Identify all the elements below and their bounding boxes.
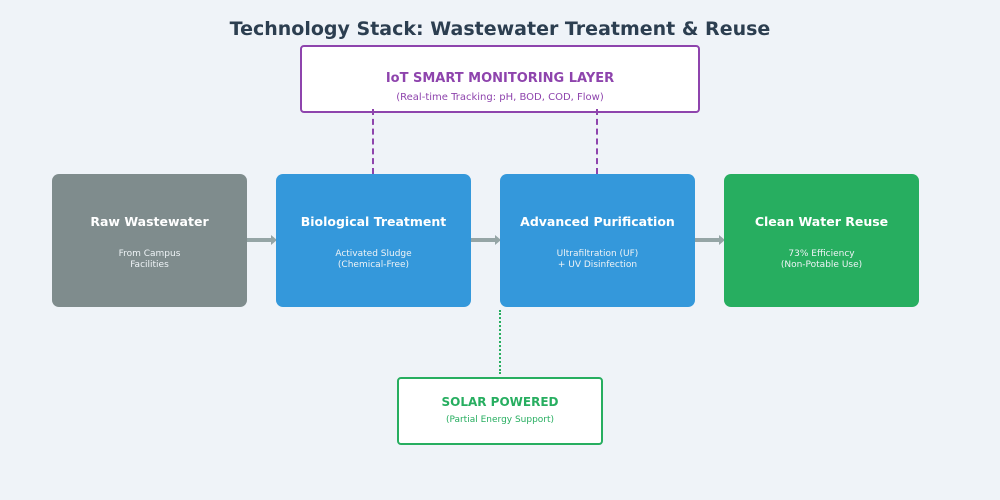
solar-powered-box: SOLAR POWERED (Partial Energy Support) bbox=[397, 377, 603, 445]
diagram-title: Technology Stack: Wastewater Treatment &… bbox=[229, 18, 771, 40]
iot-subtitle: (Real-time Tracking: pH, BOD, COD, Flow) bbox=[396, 92, 604, 103]
stage-detail: From Campus Facilities bbox=[118, 249, 181, 270]
stage-clean-water-reuse: Clean Water Reuse 73% Efficiency (Non-Po… bbox=[724, 174, 919, 307]
flow-arrow bbox=[471, 235, 501, 245]
stage-title: Clean Water Reuse bbox=[754, 214, 889, 229]
stage-detail: 73% Efficiency (Non-Potable Use) bbox=[780, 249, 863, 270]
solar-subtitle: (Partial Energy Support) bbox=[445, 415, 555, 425]
iot-monitoring-box: IoT SMART MONITORING LAYER (Real-time Tr… bbox=[300, 45, 700, 113]
stage-detail: Activated Sludge (Chemical-Free) bbox=[335, 249, 412, 270]
stage-raw-wastewater: Raw Wastewater From Campus Facilities bbox=[52, 174, 247, 307]
iot-heading: IoT SMART MONITORING LAYER bbox=[385, 71, 615, 86]
stage-advanced-purification: Advanced Purification Ultrafiltration (U… bbox=[500, 174, 695, 307]
stage-title: Raw Wastewater bbox=[90, 214, 209, 229]
stage-detail: Ultrafiltration (UF) + UV Disinfection bbox=[556, 249, 639, 270]
iot-link-purification bbox=[596, 109, 598, 174]
iot-link-biological bbox=[372, 109, 374, 174]
solar-link bbox=[499, 310, 501, 374]
stage-biological-treatment: Biological Treatment Activated Sludge (C… bbox=[276, 174, 471, 307]
flow-arrow bbox=[695, 235, 725, 245]
stage-title: Advanced Purification bbox=[520, 214, 675, 229]
stage-title: Biological Treatment bbox=[300, 214, 447, 229]
flow-arrow bbox=[247, 235, 277, 245]
solar-heading: SOLAR POWERED bbox=[441, 395, 559, 409]
